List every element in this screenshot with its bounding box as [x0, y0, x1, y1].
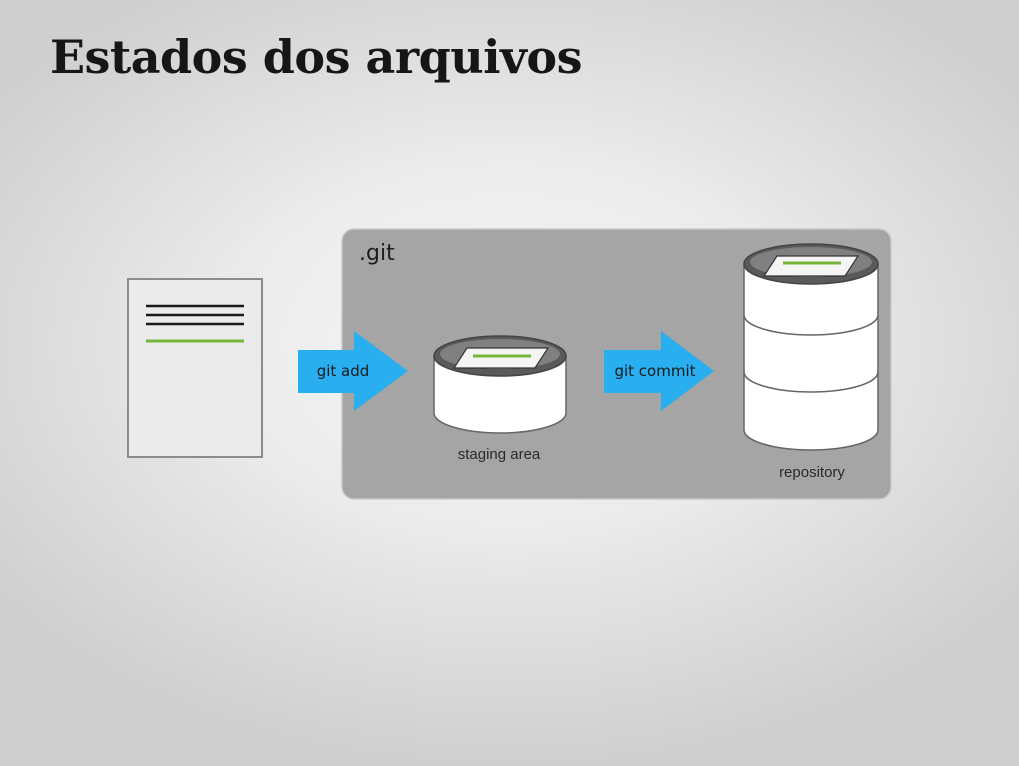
git-commit-label: git commit	[614, 362, 695, 380]
staging-area-cylinder	[433, 335, 567, 434]
git-directory-label: .git	[359, 241, 395, 266]
git-commit-arrow: git commit	[604, 331, 714, 411]
git-add-label: git add	[317, 362, 370, 380]
slide-title: Estados dos arquivos	[50, 30, 582, 84]
staging-area-label: staging area	[458, 446, 541, 463]
repository-cylinder	[743, 243, 879, 451]
repository-label: repository	[779, 464, 845, 481]
working-file-icon	[127, 278, 263, 458]
git-add-arrow: git add	[298, 331, 408, 411]
